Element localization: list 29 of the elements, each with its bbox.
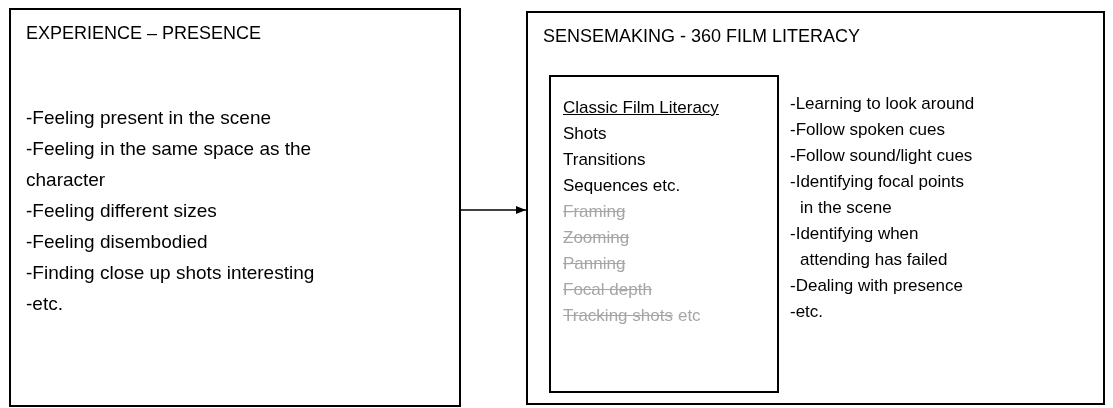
list-item: -Identifying focal points in the scene <box>790 171 965 219</box>
box-heading: EXPERIENCE – PRESENCE <box>26 22 262 45</box>
list-item: -Learning to look around <box>790 93 976 115</box>
list-item: -Finding close up shots interesting <box>26 261 316 285</box>
list-item: etc <box>677 305 701 327</box>
list-item: -Follow spoken cues <box>790 119 946 141</box>
inner-box <box>549 75 779 393</box>
content-box <box>526 11 1105 405</box>
list-item: -etc. <box>26 292 64 316</box>
list-item: -Feeling in the same space as the character <box>26 137 313 192</box>
box-heading: SENSEMAKING - 360 FILM LITERACY <box>543 25 861 48</box>
list-heading: Classic Film Literacy <box>563 97 719 119</box>
list-item: Focal depth <box>563 279 652 301</box>
arrow <box>460 206 527 214</box>
list-item: -Feeling different sizes <box>26 199 218 223</box>
list-item: Tracking shots <box>563 305 673 327</box>
list-item: -etc. <box>790 301 825 323</box>
list-item: -Follow sound/light cues <box>790 145 974 167</box>
list-item: Transitions <box>563 149 646 171</box>
content-box <box>9 8 461 407</box>
list-item: Zooming <box>563 227 630 249</box>
list-item: -Feeling present in the scene <box>26 106 273 130</box>
list-item: Panning <box>563 253 626 275</box>
list-item: Sequences etc. <box>563 175 681 197</box>
list-item: -Dealing with presence <box>790 275 964 297</box>
list-item: Framing <box>563 201 626 223</box>
list-item: -Feeling disembodied <box>26 230 209 254</box>
list-item: -Identifying when attending has failed <box>790 223 949 271</box>
list-item: Shots <box>563 123 607 145</box>
